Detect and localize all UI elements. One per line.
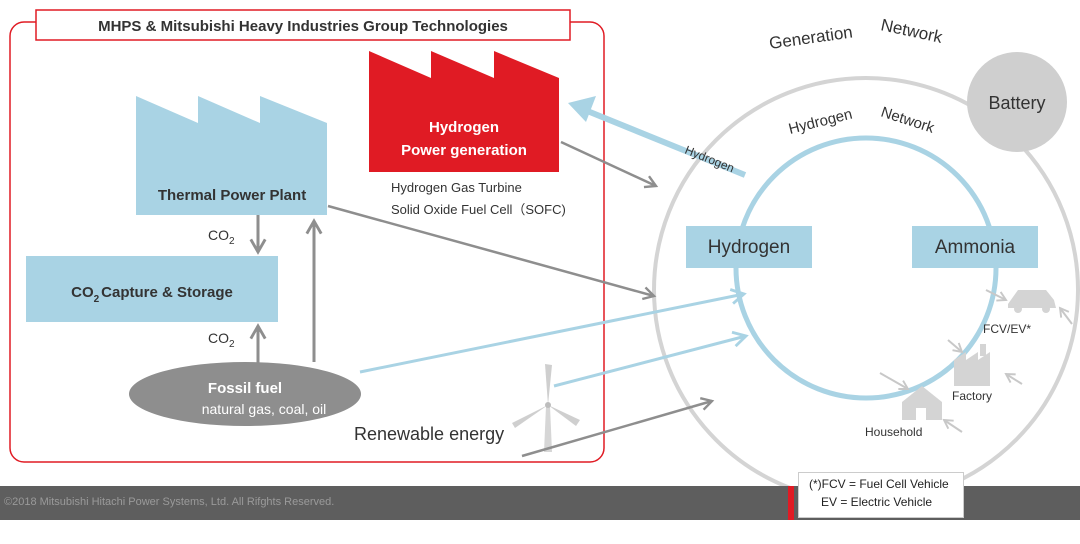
ammonia-box-label: Ammonia bbox=[935, 237, 1016, 258]
generation-network-label-2: Network bbox=[879, 15, 944, 47]
copyright-text: ©2018 Mitsubishi Hitachi Power Systems, … bbox=[4, 496, 335, 508]
arrow-outer-to-fcv bbox=[1058, 306, 1073, 325]
fossil-fuel-label: Fossil fuel bbox=[208, 380, 282, 397]
arrow-renewable-to-hydrogen-network bbox=[553, 330, 749, 388]
legend-line-fcv: (*)FCV = Fuel Cell Vehicle bbox=[809, 477, 949, 491]
factory-icon bbox=[954, 344, 990, 386]
hydrogen-box-label: Hydrogen bbox=[708, 237, 790, 258]
factory-label: Factory bbox=[952, 389, 992, 403]
wind-turbine-icon bbox=[512, 364, 580, 452]
arrow-outer-to-household bbox=[942, 418, 963, 433]
hydrogen-power-generation-icon bbox=[369, 51, 559, 172]
arrow-thermal-to-network bbox=[327, 204, 657, 301]
arrow-renewable-to-network bbox=[521, 396, 715, 458]
hydrogen-power-label-line2: Power generation bbox=[401, 142, 527, 159]
hydrogen-network-label-1: Hydrogen bbox=[787, 106, 854, 138]
footer-accent-mark bbox=[788, 486, 794, 520]
arrow-network-to-household bbox=[879, 372, 910, 390]
hydrogen-gas-turbine-label: Hydrogen Gas Turbine bbox=[391, 180, 522, 195]
co2-label-upper: CO2 bbox=[208, 227, 235, 247]
battery-label: Battery bbox=[988, 93, 1045, 113]
generation-network-label-1: Generation bbox=[768, 22, 854, 53]
legend-line-ev: EV = Electric Vehicle bbox=[821, 495, 933, 509]
hydrogen-supply-arrow-head bbox=[568, 96, 596, 122]
household-label: Household bbox=[865, 425, 922, 439]
battery-node bbox=[967, 52, 1067, 152]
co2-label-lower: CO2 bbox=[208, 330, 235, 350]
fcv-ev-label: FCV/EV* bbox=[983, 322, 1031, 336]
thermal-power-plant-label: Thermal Power Plant bbox=[158, 187, 306, 204]
sofc-label: Solid Oxide Fuel Cell（SOFC) bbox=[391, 202, 566, 217]
abbreviation-legend: (*)FCV = Fuel Cell Vehicle EV = Electric… bbox=[798, 472, 964, 518]
thermal-power-plant-icon bbox=[136, 96, 327, 215]
hydrogen-power-label-line1: Hydrogen bbox=[429, 119, 499, 136]
header-title: MHPS & Mitsubishi Heavy Industries Group… bbox=[98, 18, 508, 35]
hydrogen-supply-arrow-shaft bbox=[578, 105, 747, 178]
house-icon bbox=[902, 386, 942, 420]
header-title-box bbox=[35, 9, 571, 41]
arrow-outer-to-factory bbox=[1004, 372, 1023, 385]
fossil-fuel-sub-label: natural gas, coal, oil bbox=[202, 401, 327, 417]
co2-capture-storage-box bbox=[26, 256, 278, 322]
arrow-fossil-to-hydrogen-network bbox=[359, 288, 747, 374]
arrow-hydrogen-power-to-network bbox=[560, 140, 659, 189]
car-icon bbox=[1008, 290, 1056, 313]
hydrogen-box bbox=[686, 226, 812, 268]
hydrogen-network-label-2: Network bbox=[879, 104, 937, 137]
renewable-energy-label: Renewable energy bbox=[354, 424, 504, 444]
arrow-network-to-fcv bbox=[985, 289, 1008, 302]
ammonia-box bbox=[912, 226, 1038, 268]
fossil-fuel-node bbox=[129, 362, 361, 426]
arrow-network-to-factory bbox=[947, 339, 964, 354]
